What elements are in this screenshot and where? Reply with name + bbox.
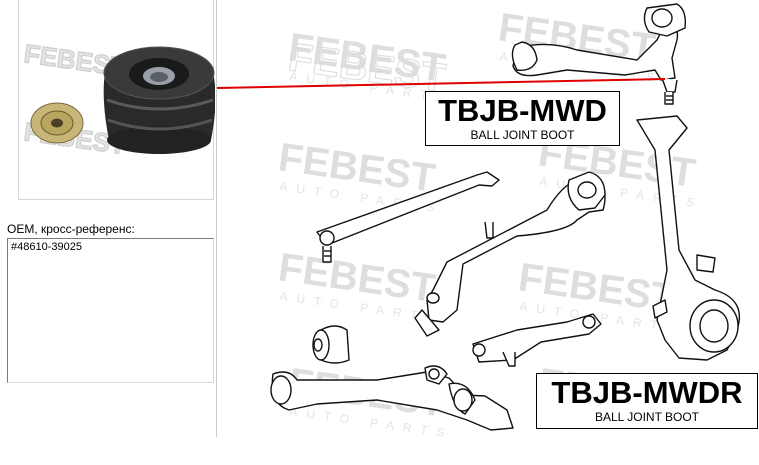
oem-label: OEM, кросс-референс: (7, 222, 135, 236)
oem-value: #48610-39025 (11, 241, 82, 253)
panel-divider (216, 0, 217, 437)
part-label-tbjb-mwdr[interactable]: TBJB-MWDR BALL JOINT BOOT (536, 373, 758, 429)
oem-cross-reference-box[interactable]: #48610-39025 (7, 238, 214, 383)
upper-control-arm-drawing-icon (511, 3, 687, 105)
product-info-panel: FEBEST FEBEST OEM, кросс-референс: #4861… (0, 0, 216, 465)
product-photo: FEBEST FEBEST (18, 0, 215, 200)
lower-control-arm-drawing-icon (414, 171, 606, 337)
part-label-tbjb-mwd[interactable]: TBJB-MWD BALL JOINT BOOT (425, 91, 620, 146)
strut-rod-drawing-icon (316, 171, 500, 263)
connector-line (217, 78, 666, 89)
bushing-drawing-icon (312, 325, 350, 364)
rear-lower-arm-drawing-icon (270, 365, 514, 431)
parts-diagram: FEBEST FEBEST FEBEST FEBEST FEBEST FEBES… (217, 0, 759, 465)
part-description: BALL JOINT BOOT (470, 128, 575, 142)
parts-diagram-drawing: FEBEST FEBEST FEBEST FEBEST FEBEST FEBES… (270, 3, 741, 441)
part-description: BALL JOINT BOOT (594, 410, 700, 424)
ball-joint-boot-photo-icon: FEBEST FEBEST (22, 38, 215, 161)
small-lower-arm-drawing-icon (472, 313, 602, 367)
steering-knuckle-drawing-icon (636, 115, 741, 361)
part-code: TBJB-MWD (438, 93, 607, 128)
part-code: TBJB-MWDR (551, 375, 743, 410)
